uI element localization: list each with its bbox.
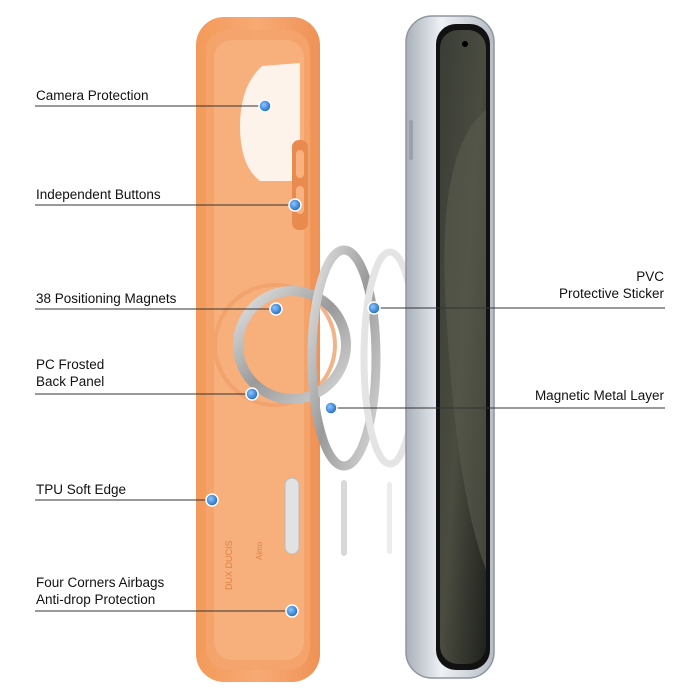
marker-dot-icon (245, 387, 259, 401)
case-model-text: Aimo (255, 541, 264, 560)
callout-lines (35, 105, 665, 612)
marker-dot-icon (285, 604, 299, 618)
label-pc-back-panel-line1: PC Frosted (36, 357, 105, 372)
label-pc-back-panel-line2: Back Panel (36, 374, 105, 389)
label-corner-airbags-line1: Four Corners Airbags (36, 575, 165, 590)
marker-dot-icon (324, 401, 338, 415)
label-independent-buttons: Independent Buttons (36, 187, 161, 202)
label-pvc-sticker-line1: PVC (636, 269, 664, 284)
label-pc-back-panel: PC Frosted Back Panel (36, 356, 104, 390)
magnet-ring (233, 286, 351, 404)
phone-case: DUX DUCIS Aimo (196, 17, 351, 682)
bottom-slot (284, 477, 300, 555)
label-tpu-edge: TPU Soft Edge (36, 482, 127, 497)
label-pvc-sticker: PVC Protective Sticker (559, 268, 664, 302)
label-metal-layer: Magnetic Metal Layer (534, 388, 664, 403)
marker-dot-icon (367, 301, 381, 315)
phone (405, 15, 495, 679)
label-corner-airbags: Four Corners Airbags Anti-drop Protectio… (36, 574, 164, 608)
label-camera-protection: Camera Protection (36, 88, 149, 103)
label-pvc-sticker-line2: Protective Sticker (558, 286, 664, 301)
metal-layer-ring (307, 245, 381, 471)
label-positioning-magnets: 38 Positioning Magnets (36, 291, 177, 306)
front-camera-icon (462, 41, 468, 47)
camera-cutout (240, 63, 300, 181)
marker-dot-icon (288, 198, 302, 212)
exploded-rings (307, 245, 420, 556)
case-brand-text: DUX DUCIS (224, 540, 234, 590)
marker-dot-icon (269, 302, 283, 316)
marker-dots (205, 99, 381, 618)
marker-dot-icon (258, 99, 272, 113)
label-corner-airbags-line2: Anti-drop Protection (36, 592, 156, 607)
marker-dot-icon (205, 493, 219, 507)
